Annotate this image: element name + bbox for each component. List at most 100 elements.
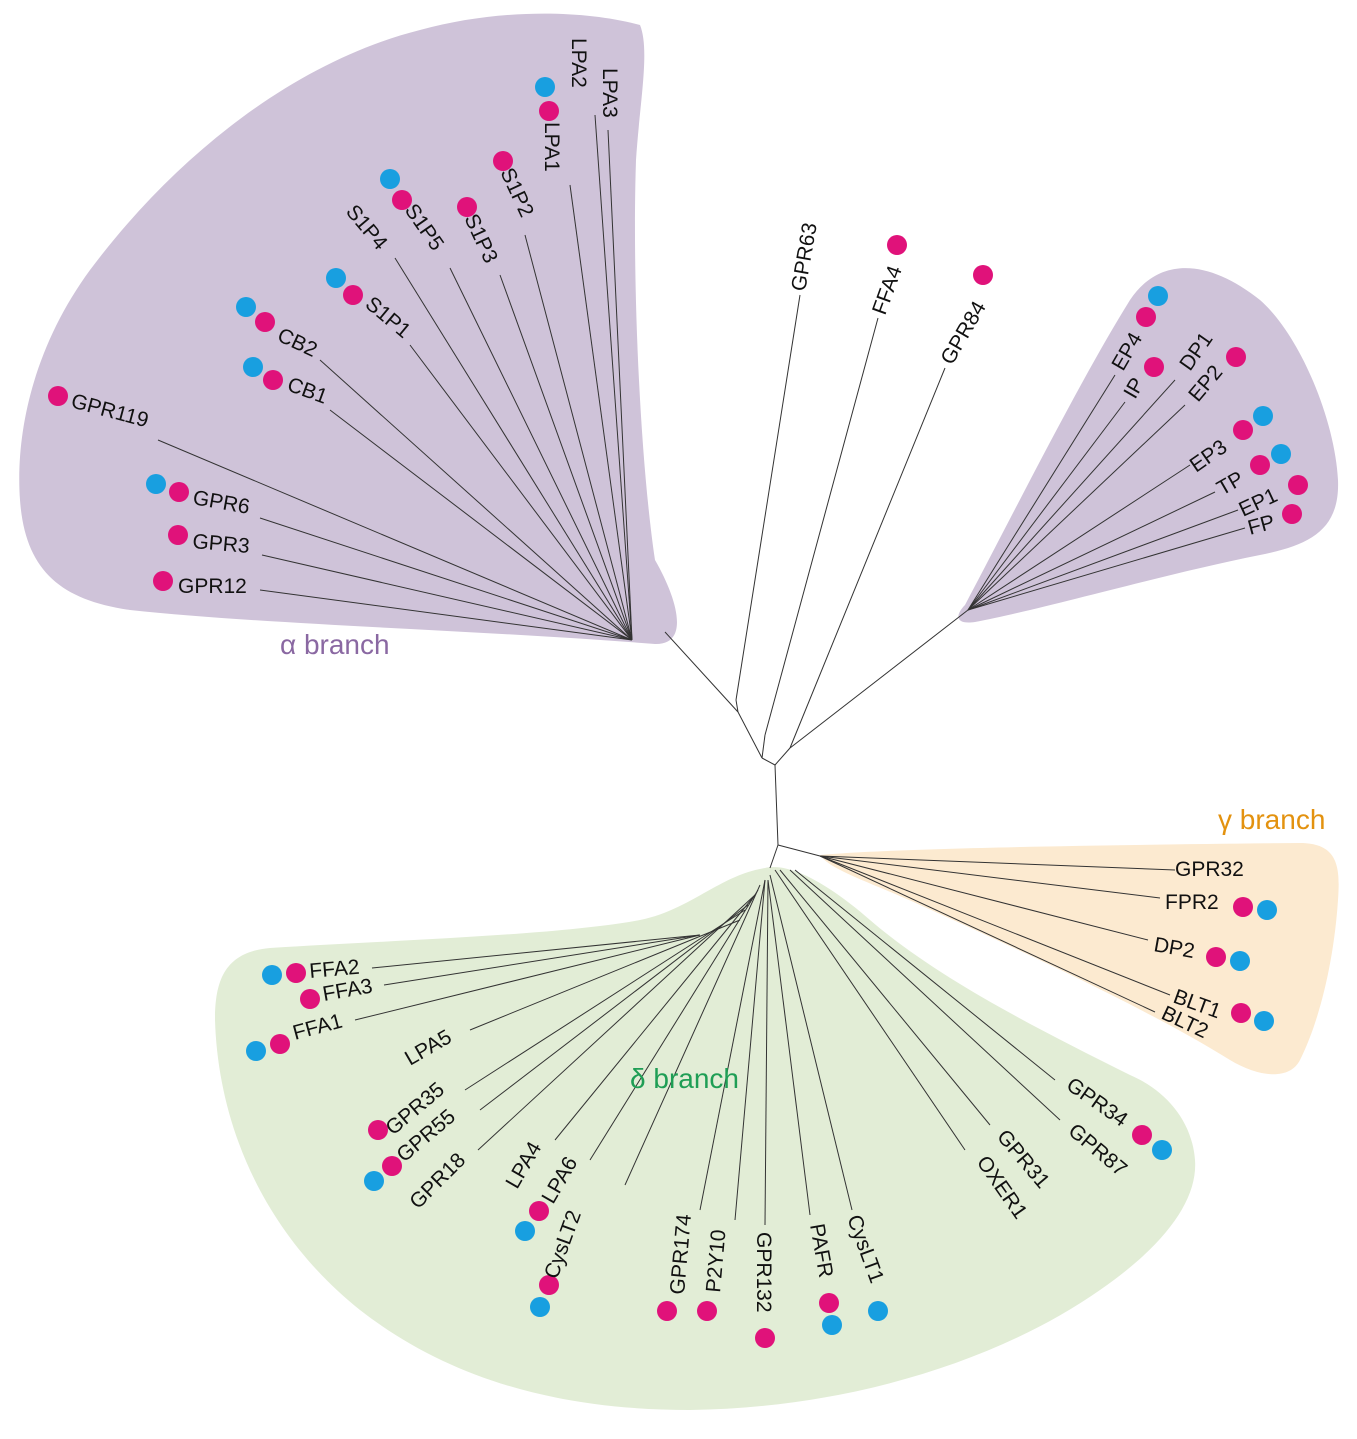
leaf-edge-fp [967, 527, 1246, 611]
leaf-edge-cb1 [329, 409, 633, 641]
pink-marker-dp2 [1206, 947, 1226, 967]
pink-marker-ffa1 [270, 1034, 290, 1054]
leaf-edge-lpa4 [554, 894, 756, 1141]
pink-marker-fpr2 [1233, 897, 1253, 917]
pink-marker-cyslt2 [539, 1275, 559, 1295]
leaf-label-gpr63: GPR63 [787, 221, 822, 293]
pink-marker-gpr34 [1132, 1125, 1152, 1145]
leaf-edge-ffa3 [383, 934, 701, 986]
blue-marker-ffa1 [246, 1041, 266, 1061]
tree-backbone-edge [664, 631, 739, 713]
pink-marker-ffa3 [300, 989, 320, 1009]
leaf-edge-gpr31 [779, 869, 991, 1126]
tree-backbone-edge [737, 711, 763, 759]
tree-backbone-edge [774, 764, 779, 846]
leaf-edge-gpr32 [819, 855, 1176, 871]
leaf-edge-s1p5 [449, 267, 633, 641]
pink-marker-dp1 [1226, 347, 1246, 367]
pink-marker-gpr119 [48, 386, 68, 406]
pink-marker-ep1 [1288, 475, 1308, 495]
pink-marker-pafr [819, 1293, 839, 1313]
blue-marker-cb2 [236, 297, 256, 317]
leaf-edge-gpr174 [699, 879, 766, 1211]
tree-backbone-edge [761, 757, 776, 766]
tree-backbone-edge [789, 609, 969, 749]
leaf-label-gpr84: GPR84 [936, 297, 991, 368]
pink-marker-ffa2 [286, 963, 306, 983]
delta-branch-region [215, 867, 1196, 1410]
blue-marker-blt1 [1254, 1011, 1274, 1031]
gamma-branch-title: γ branch [1218, 804, 1325, 835]
pink-marker-gpr174 [657, 1301, 677, 1321]
pink-marker-gpr132 [755, 1328, 775, 1348]
leaf-edge-dp1 [967, 379, 1176, 611]
leaf-edge-blt1 [819, 855, 1171, 996]
blue-marker-s1p5 [380, 169, 400, 189]
leaf-edge-gpr63 [735, 294, 801, 701]
alpha-branch-region [19, 13, 677, 645]
blue-marker-ffa2 [262, 965, 282, 985]
leaf-label-ffa4: FFA4 [868, 262, 907, 317]
leaf-edge-cb2 [319, 359, 633, 641]
pink-marker-tp [1250, 455, 1270, 475]
pink-marker-ffa4 [887, 235, 907, 255]
leaf-edge-ffa4 [764, 317, 879, 736]
leaf-edge-gpr18 [477, 894, 756, 1151]
pink-marker-cb1 [263, 370, 283, 390]
leaf-edge-pafr [767, 879, 811, 1216]
pink-marker-s1p3 [457, 197, 477, 217]
leaf-edge-ip [967, 401, 1126, 611]
leaf-edge-dp2 [819, 855, 1149, 941]
leaf-edge-gpr119 [157, 439, 633, 641]
leaf-edge-blt2 [819, 855, 1156, 1013]
blue-marker-dp2 [1230, 951, 1250, 971]
leaf-edge-ep1 [967, 509, 1239, 611]
pink-marker-gpr3 [168, 525, 188, 545]
tree-backbone-edge [774, 747, 791, 766]
leaf-edge-s1p1 [409, 344, 633, 641]
leaf-label-lpa1: LPA1 [540, 122, 563, 172]
leaf-edge-gpr34 [794, 869, 1056, 1081]
leaf-label-gpr3: GPR3 [192, 530, 251, 558]
tree-backbone-edge [769, 844, 779, 869]
leaf-edge-ep4 [967, 374, 1116, 611]
blue-marker-tp [1271, 444, 1291, 464]
pink-marker-p2y10 [697, 1301, 717, 1321]
leaf-edge-gpr55 [479, 904, 749, 1111]
leaf-edge-cyslt1 [769, 874, 853, 1211]
leaf-edge-gpr6 [259, 517, 633, 641]
blue-marker-cyslt1 [868, 1301, 888, 1321]
leaf-label-lpa2: LPA2 [567, 38, 590, 88]
leaf-edge-ffa2 [371, 934, 701, 969]
leaf-edge-fpr2 [819, 855, 1161, 899]
pink-marker-blt1 [1231, 1003, 1251, 1023]
pink-marker-gpr55 [382, 1156, 402, 1176]
tree-backbone-edge [777, 844, 821, 857]
pink-marker-gpr35 [368, 1120, 388, 1140]
pink-marker-gpr6 [169, 482, 189, 502]
leaf-label-ffa2: FFA2 [308, 956, 360, 983]
leaf-edge-oxer1 [774, 869, 966, 1151]
blue-marker-cyslt2 [530, 1297, 550, 1317]
blue-marker-gpr34 [1152, 1140, 1172, 1160]
pink-marker-s1p2 [493, 151, 513, 171]
leaf-edge-lpa6 [589, 889, 759, 1161]
leaf-edge-gpr87 [789, 869, 1061, 1121]
leaf-edge-s1p2 [524, 234, 633, 641]
leaf-edge-gpr3 [261, 554, 633, 641]
blue-marker-s1p1 [326, 268, 346, 288]
blue-marker-pafr [822, 1315, 842, 1335]
blue-marker-ep4 [1148, 286, 1168, 306]
alpha-branch-title: α branch [280, 629, 390, 660]
leaf-edge-lpa2 [594, 114, 633, 641]
leaf-edge-tp [967, 491, 1216, 611]
blue-marker-gpr55 [364, 1171, 384, 1191]
leaf-edge-p2y10 [734, 879, 766, 1221]
blue-marker-lpa2 [535, 77, 555, 97]
leaf-edge-s1p3 [499, 274, 633, 641]
leaf-edge-cyslt2 [624, 884, 761, 1186]
pink-marker-s1p1 [343, 285, 363, 305]
pink-marker-ep3 [1233, 420, 1253, 440]
pink-marker-ep4 [1136, 307, 1156, 327]
